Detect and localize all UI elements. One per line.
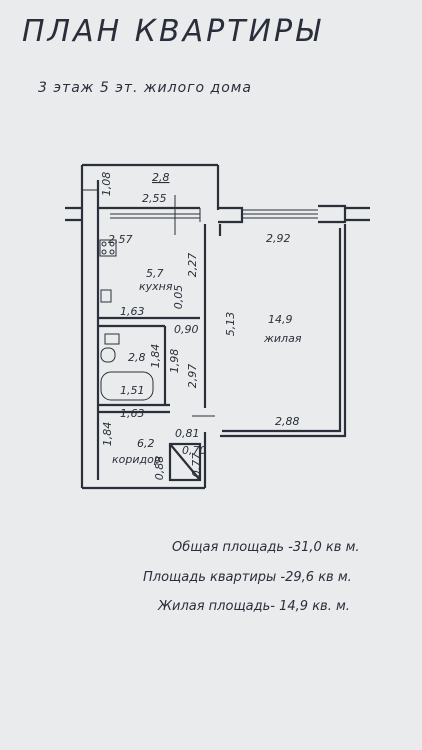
- wall-bump-left: [65, 206, 82, 222]
- dim-2-27: 2,27: [186, 253, 199, 278]
- wall-living-right: [220, 224, 347, 438]
- wall-pier-right: [318, 204, 347, 224]
- dim-1-98: 1,98: [168, 349, 181, 374]
- dim-1-63-corridor: 1,63: [120, 407, 145, 420]
- dim-0-90: 0,90: [174, 323, 199, 336]
- dim-2-88: 2,88: [275, 415, 300, 428]
- floor-plan: 1,08 2,8 2,55 2,57 2,92 2,27 5,7 кухня 0…: [65, 163, 370, 490]
- total-area: Общая площадь -31,0 кв м.: [172, 540, 360, 555]
- dim-0-81: 0,81: [175, 427, 200, 440]
- dim-2-57: 2,57: [108, 233, 133, 246]
- washbasin: [104, 333, 120, 345]
- dim-1-84-corridor: 1,84: [101, 422, 114, 447]
- page-title: ПЛАН КВАРТИРЫ: [22, 14, 323, 49]
- window-living: [242, 209, 318, 219]
- dim-5-13: 5,13: [224, 312, 237, 337]
- dim-2-92: 2,92: [266, 232, 291, 245]
- window-kitchen: [110, 213, 200, 219]
- dim-1-84-bath: 1,84: [149, 344, 162, 369]
- closet-diag: [169, 443, 201, 481]
- living-name: жилая: [263, 332, 302, 345]
- dim-0-70: 0,70: [182, 444, 207, 457]
- stove: [99, 239, 117, 257]
- window-balcony: [97, 208, 201, 222]
- dim-2-8: 2,8: [152, 171, 170, 184]
- kitchen-sink: [100, 289, 112, 303]
- page-subtitle: 3 этаж 5 эт. жилого дома: [38, 80, 252, 96]
- dim-1-51: 1,51: [120, 384, 145, 397]
- wall-pier: [218, 206, 244, 224]
- kitchen-name: кухня: [139, 280, 173, 293]
- kitchen-area: 5,7: [146, 267, 164, 280]
- living-area-total: Жилая площадь- 14,9 кв. м.: [158, 599, 350, 614]
- bathtub: [100, 371, 154, 401]
- bath-area: 2,8: [128, 351, 146, 364]
- dim-0-05: 0,05: [172, 285, 185, 310]
- dim-0-77: 0,77: [190, 453, 203, 478]
- corridor-area: 6,2: [137, 437, 155, 450]
- wall-bump-right: [345, 206, 370, 222]
- living-area: 14,9: [268, 313, 293, 326]
- dim-0-88: 0,88: [153, 456, 166, 481]
- dim-2-55: 2,55: [142, 192, 167, 205]
- corridor-name: коридор: [112, 453, 161, 466]
- closet: [168, 442, 202, 482]
- toilet: [100, 347, 116, 363]
- dim-1-08: 1,08: [100, 172, 113, 197]
- dim-2-97: 2,97: [186, 364, 199, 389]
- wall-living-right-inner: [222, 228, 342, 433]
- apartment-area: Площадь квартиры -29,6 кв м.: [143, 570, 352, 585]
- dim-1-63-kitchen: 1,63: [120, 305, 145, 318]
